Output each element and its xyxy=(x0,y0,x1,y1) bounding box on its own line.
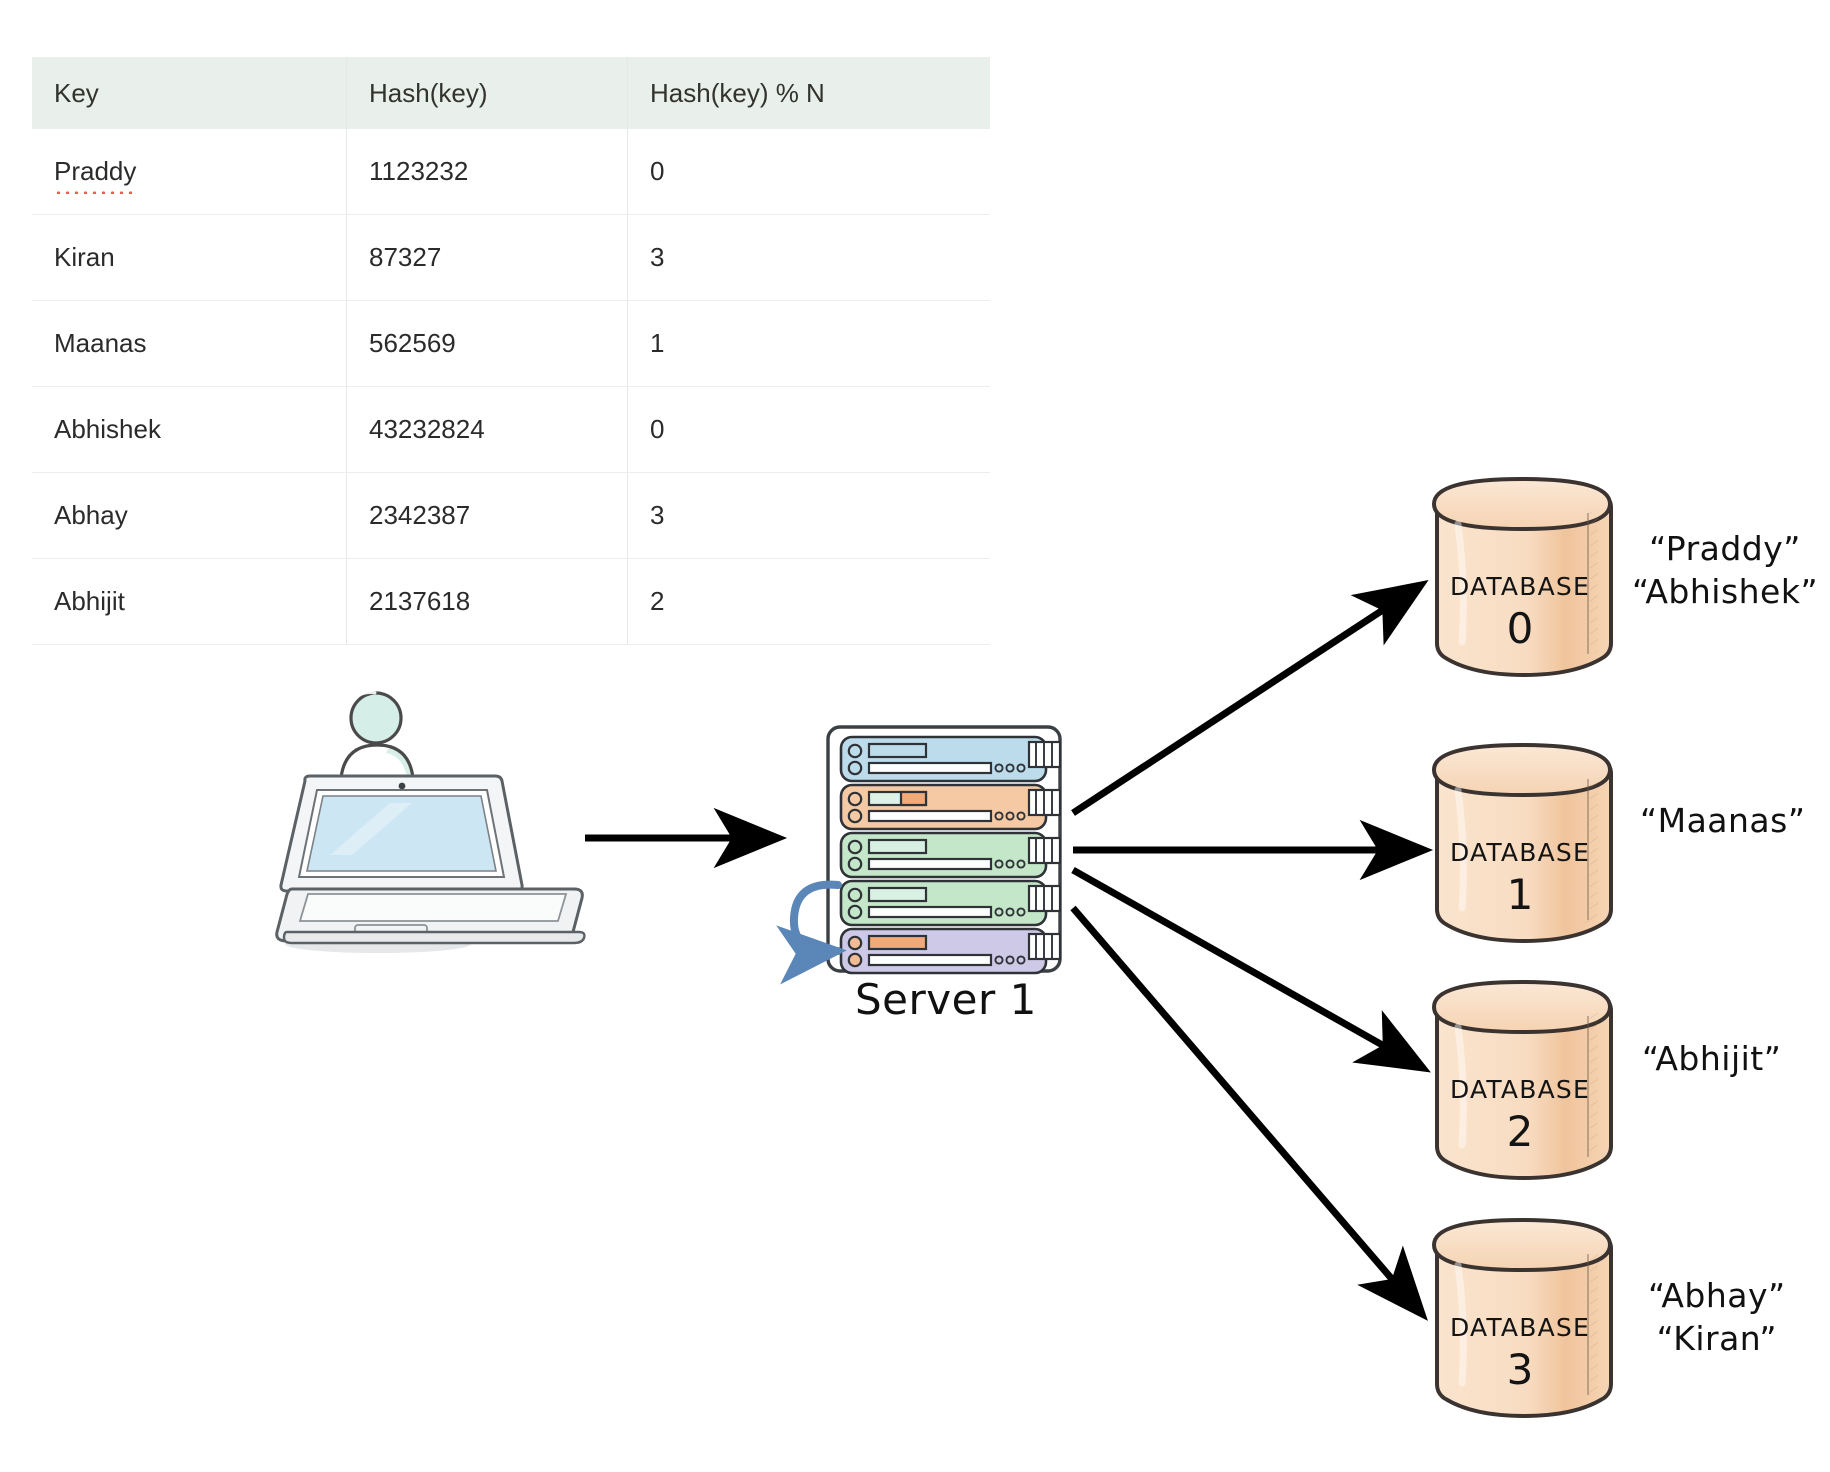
server-slot xyxy=(839,879,1062,927)
user-avatar-icon xyxy=(339,691,415,782)
server-rack-icon xyxy=(826,725,1062,975)
database-keys-0: “Praddy” “Abhishek” xyxy=(1632,528,1818,614)
server-slot xyxy=(839,927,1062,975)
database-number-1: 1 xyxy=(1507,870,1534,919)
hash-key-table: Key Hash(key) Hash(key) % N Praddy 11232… xyxy=(32,57,990,645)
cell-key: Abhijit xyxy=(32,558,347,645)
database-label-2: DATABASE xyxy=(1450,1075,1590,1104)
table-row: Kiran 87327 3 xyxy=(32,214,990,301)
cell-mod: 1 xyxy=(627,300,990,387)
database-keys-1: “Maanas” xyxy=(1640,800,1805,843)
cell-hash: 87327 xyxy=(346,214,628,301)
cell-mod: 2 xyxy=(627,558,990,645)
table-row: Maanas 562569 1 xyxy=(32,300,990,387)
cell-hash: 43232824 xyxy=(346,386,628,473)
cell-mod: 3 xyxy=(627,472,990,559)
arrow-to-database-2 xyxy=(1071,866,1431,1073)
column-header-hash: Hash(key) xyxy=(346,57,628,129)
cell-key: Maanas xyxy=(32,300,347,387)
server-slot xyxy=(839,831,1062,879)
table-row: Praddy 1123232 0 xyxy=(32,129,990,215)
database-key-item: “Abhishek” xyxy=(1632,571,1819,611)
database-keys-3: “Abhay” “Kiran” xyxy=(1648,1275,1786,1361)
server-caption: Server 1 xyxy=(855,975,1037,1024)
database-key-item: “Praddy” xyxy=(1649,529,1801,568)
database-label-0: DATABASE xyxy=(1450,572,1590,601)
database-key-item: “Abhijit” xyxy=(1642,1039,1782,1078)
cell-key: Kiran xyxy=(32,214,347,301)
cell-key: Abhay xyxy=(32,472,347,559)
database-cylinder-0: DATABASE 0 xyxy=(1431,476,1613,678)
column-header-mod: Hash(key) % N xyxy=(627,57,990,129)
database-label-3: DATABASE xyxy=(1450,1313,1590,1342)
table-body: Praddy 1123232 0 Kiran 87327 3 Maanas 56… xyxy=(32,129,990,645)
cell-hash: 1123232 xyxy=(346,129,628,215)
database-number-3: 3 xyxy=(1507,1345,1534,1394)
laptop-icon xyxy=(275,774,586,953)
cell-hash: 2342387 xyxy=(346,472,628,559)
cell-hash: 562569 xyxy=(346,300,628,387)
database-cylinder-1: DATABASE 1 xyxy=(1431,742,1613,944)
server-slot xyxy=(839,735,1062,783)
column-header-key: Key xyxy=(32,57,347,129)
database-keys-2: “Abhijit” xyxy=(1642,1038,1781,1081)
database-cylinder-2: DATABASE 2 xyxy=(1431,979,1613,1181)
cell-key: Abhishek xyxy=(32,386,347,473)
misspelled-word: Praddy xyxy=(54,156,137,194)
cell-mod: 3 xyxy=(627,214,990,301)
database-key-item: “Maanas” xyxy=(1640,801,1806,840)
database-label-1: DATABASE xyxy=(1450,838,1590,867)
table-row: Abhishek 43232824 0 xyxy=(32,386,990,473)
table-header-row: Key Hash(key) Hash(key) % N xyxy=(32,57,990,129)
cell-mod: 0 xyxy=(627,386,990,473)
arrow-to-database-3 xyxy=(1070,905,1428,1321)
database-number-0: 0 xyxy=(1507,604,1534,653)
server-slot xyxy=(839,783,1062,831)
table-row: Abhijit 2137618 2 xyxy=(32,558,990,645)
cell-hash: 2137618 xyxy=(346,558,628,645)
arrow-to-database-0 xyxy=(1071,580,1429,816)
database-key-item: “Kiran” xyxy=(1656,1318,1778,1358)
circular-arrow-icon xyxy=(776,880,847,985)
table-row: Abhay 2342387 3 xyxy=(32,472,990,559)
database-number-2: 2 xyxy=(1507,1107,1534,1156)
database-cylinder-3: DATABASE 3 xyxy=(1431,1217,1613,1419)
table-head: Key Hash(key) Hash(key) % N xyxy=(32,57,990,129)
cell-mod: 0 xyxy=(627,129,990,215)
cell-key: Praddy xyxy=(32,129,347,215)
database-key-item: “Abhay” xyxy=(1648,1276,1786,1315)
